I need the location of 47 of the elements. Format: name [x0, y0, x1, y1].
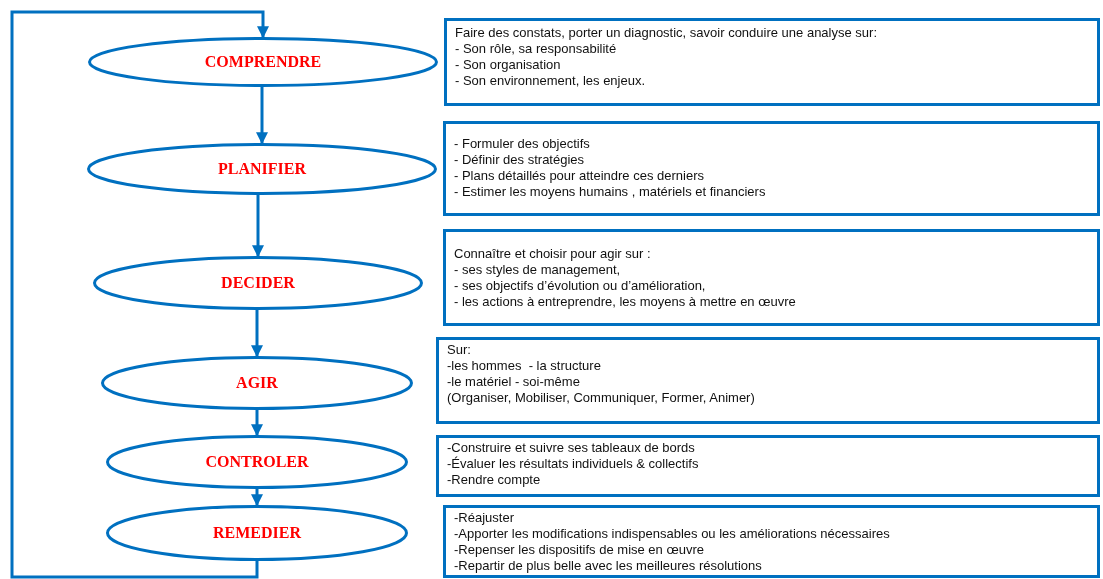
process-ellipse [87, 143, 437, 195]
arrow [256, 87, 268, 145]
step-label: PLANIFIER [218, 160, 306, 177]
process-ellipse [101, 356, 413, 410]
step-label: COMPRENDRE [204, 53, 322, 70]
description-line: - ses objectifs d’évolution ou d’amélioration, [454, 278, 706, 294]
description-line: -Réajuster [454, 510, 514, 526]
process-ellipse [88, 37, 438, 87]
description-line: -le matériel - soi-même [447, 374, 580, 390]
description-line: - Plans détaillés pour atteindre ces derniers [454, 168, 705, 184]
arrow [10, 10, 269, 579]
description-line: -Repenser les dispositifs de mise en œuvre [454, 542, 704, 558]
description-box [444, 18, 1100, 106]
description-line: (Organiser, Mobiliser, Communiquer, Former, Animer) [447, 390, 755, 406]
description-line: - les actions à entreprendre, les moyens à mettre en œuvre [454, 294, 796, 310]
description-line: Connaître et choisir pour agir sur : [454, 246, 651, 262]
description-line: - Estimer les moyens humains , matériels et financiers [454, 184, 766, 200]
description-line: - Son environnement, les enjeux. [455, 73, 646, 89]
description-line: - ses styles de management, [454, 262, 621, 278]
description-line: -Apporter les modifications indispensables ou les améliorations nécessaires [454, 526, 890, 542]
description-line: - Formuler des objectifs [454, 136, 590, 152]
description-line: - Son organisation [455, 57, 561, 73]
description-box [443, 505, 1100, 578]
description-line: Faire des constats, porter un diagnostic, savoir conduire une analyse sur: [455, 25, 877, 41]
description-line: Sur: [447, 342, 471, 358]
arrow [251, 310, 263, 358]
description-line: -Repartir de plus belle avec les meilleures résolutions [454, 558, 762, 574]
description-line: -Évaluer les résultats individuels & collectifs [447, 456, 699, 472]
description-box [443, 229, 1100, 326]
description-box [436, 337, 1100, 424]
description-box [443, 121, 1100, 216]
description-line: -Rendre compte [447, 472, 541, 488]
process-ellipse [93, 256, 423, 310]
step-label: REMEDIER [213, 524, 301, 541]
description-box [436, 435, 1100, 497]
process-ellipse [106, 505, 408, 561]
process-ellipse [106, 435, 408, 489]
step-label: DECIDER [221, 274, 295, 291]
arrow [251, 410, 263, 437]
step-label: AGIR [236, 374, 278, 391]
arrow [252, 195, 264, 258]
arrow [251, 489, 263, 507]
description-line: -les hommes - la structure [447, 358, 601, 374]
step-label: CONTROLER [205, 453, 309, 470]
description-line: -Construire et suivre ses tableaux de bords [447, 440, 695, 456]
description-line: - Définir des stratégies [454, 152, 585, 168]
description-line: - Son rôle, sa responsabilité [455, 41, 617, 57]
